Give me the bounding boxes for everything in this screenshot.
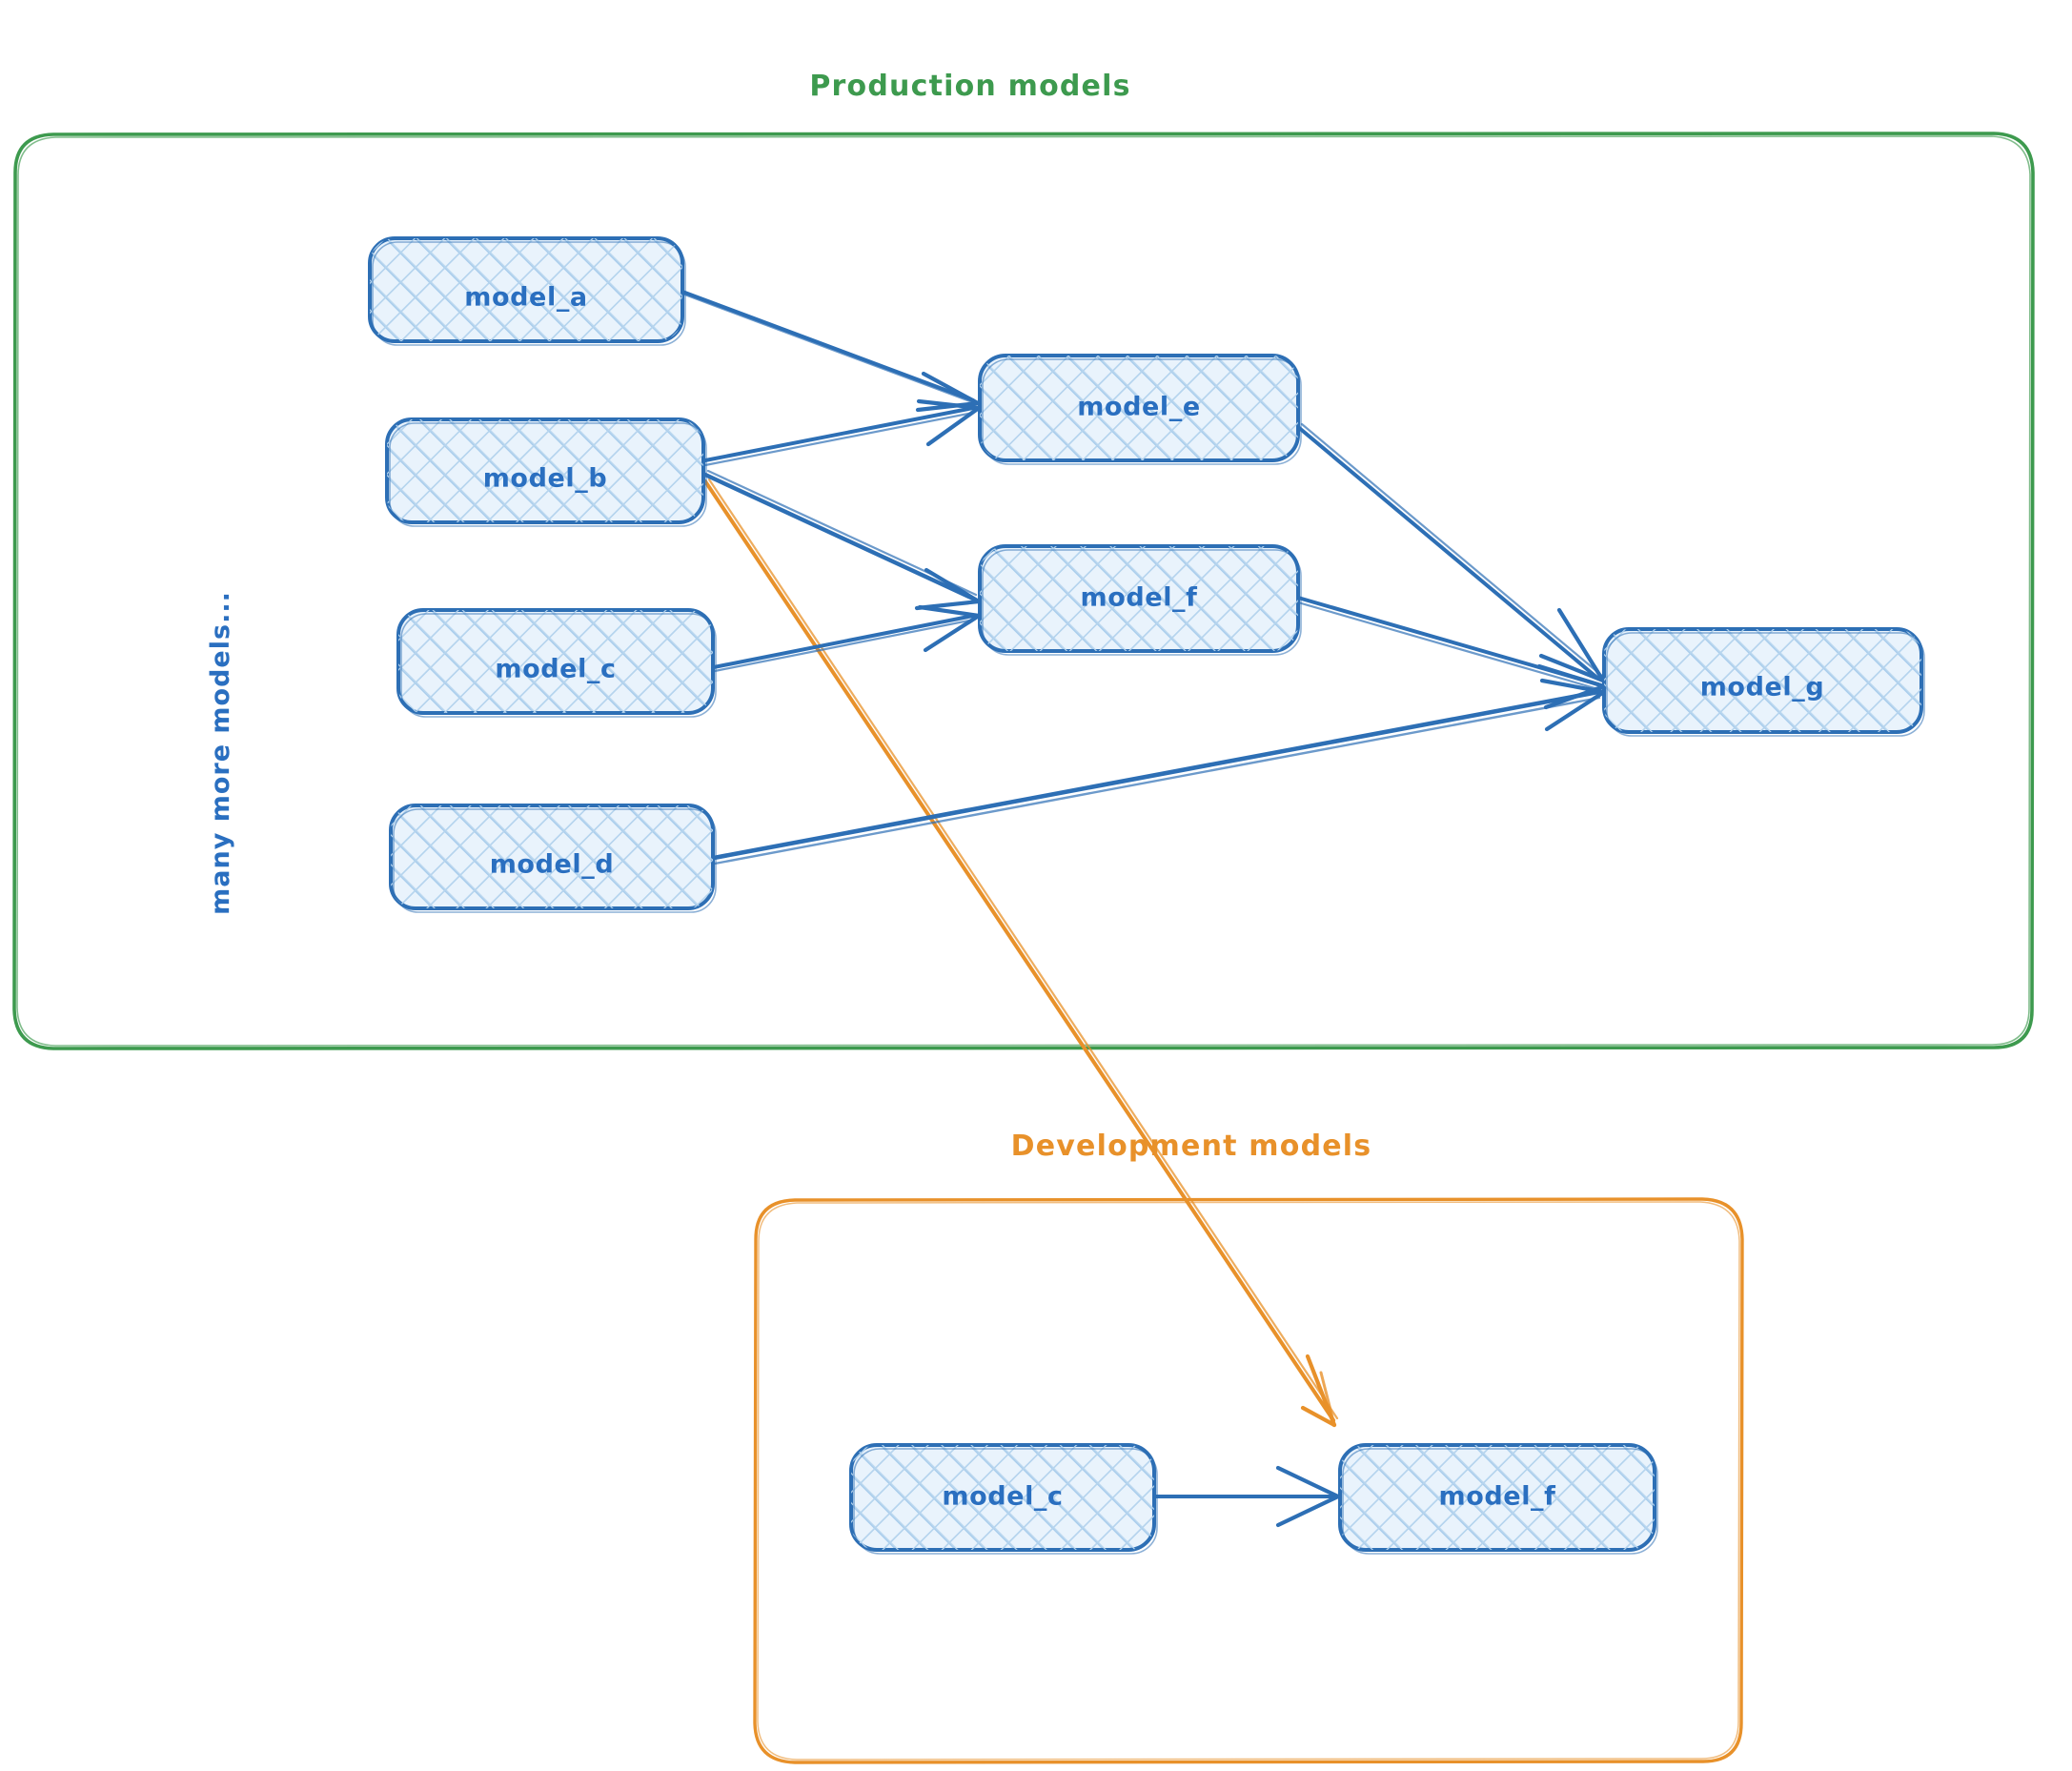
development-group-title: Development models [1011, 1130, 1372, 1163]
node-label: model_e [1077, 393, 1201, 422]
node-prod-model-d[interactable]: model_d [389, 804, 717, 913]
node-label: model_f [1438, 1482, 1555, 1512]
node-label: model_a [464, 283, 588, 313]
edge-a-e [681, 290, 981, 413]
edge-c-f [712, 604, 982, 673]
edge-f-g [1296, 596, 1607, 710]
node-prod-model-a[interactable]: model_a [368, 236, 686, 346]
edge-e-g [1296, 422, 1606, 683]
node-prod-model-g[interactable]: model_g [1602, 627, 1925, 737]
edge-devc-devf [1154, 1465, 1341, 1528]
group-development-container [753, 1197, 1744, 1764]
node-dev-model-c[interactable]: model_c [849, 1443, 1158, 1555]
group-production-container [12, 132, 2035, 1050]
node-prod-model-b[interactable]: model_b [385, 417, 707, 527]
production-group-title: Production models [809, 70, 1130, 103]
node-dev-model-f[interactable]: model_f [1338, 1443, 1658, 1555]
node-prod-model-c[interactable]: model_c [396, 608, 717, 718]
node-label: model_c [495, 655, 616, 684]
edge-b-e [703, 398, 982, 467]
node-label: model_g [1700, 673, 1825, 702]
edge-b-devf [703, 478, 1339, 1428]
many-more-models-note: many more models... [206, 591, 235, 915]
node-label: model_f [1080, 583, 1197, 613]
node-label: model_b [483, 464, 608, 494]
node-prod-model-e[interactable]: model_e [978, 354, 1302, 465]
node-label: model_c [942, 1482, 1063, 1512]
node-prod-model-f[interactable]: model_f [978, 544, 1302, 656]
edge-d-g [711, 678, 1607, 865]
node-label: model_d [490, 850, 615, 880]
